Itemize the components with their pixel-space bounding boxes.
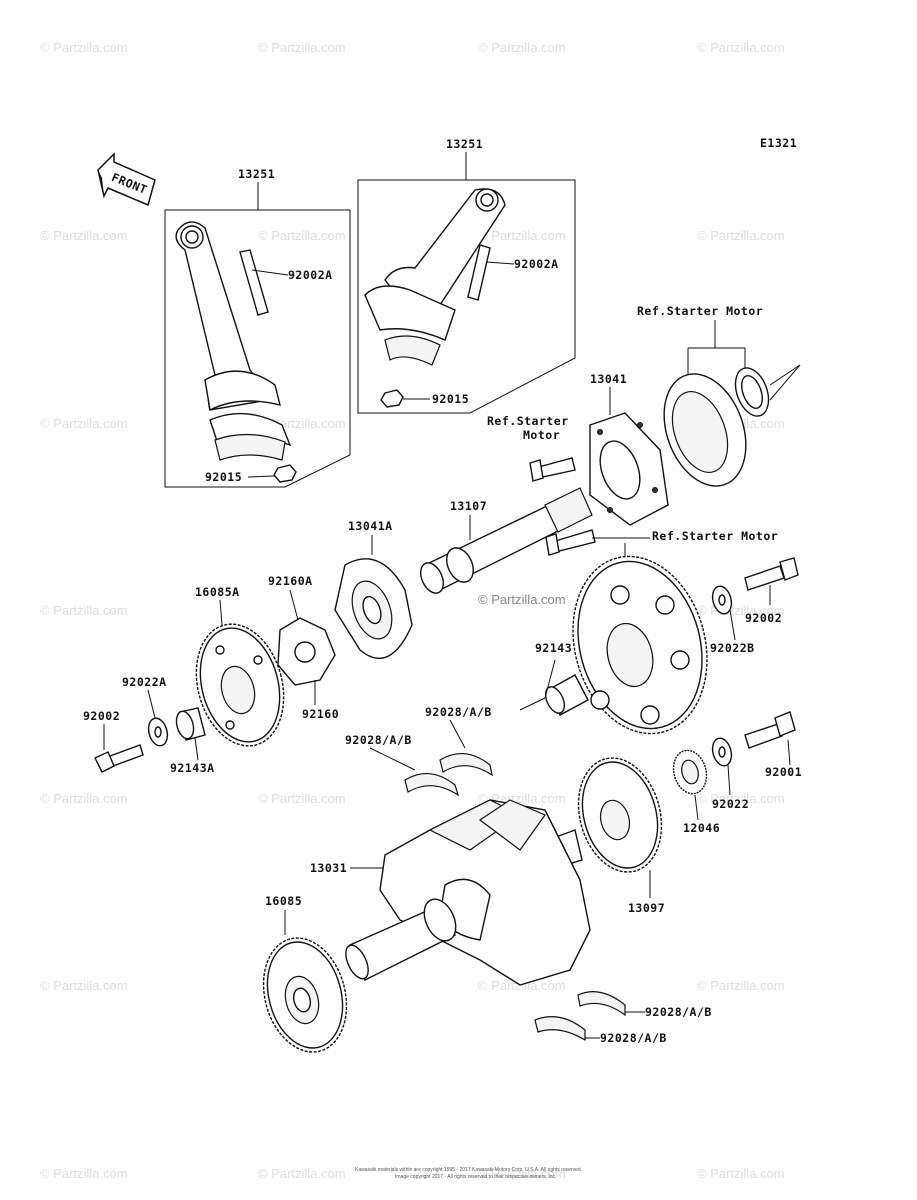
ref-starter-motor-label[interactable]: Ref.Starter Motor <box>652 529 778 543</box>
bearing-shells-upper[interactable]: 92028/A/B 92028/A/B <box>345 705 493 797</box>
watermark: © Partzilla.com <box>40 603 128 618</box>
watermark: © Partzilla.com <box>258 791 346 806</box>
label-13041[interactable]: 13041 <box>590 372 627 386</box>
gear-16085[interactable]: 16085 <box>251 894 358 1061</box>
label-92160[interactable]: 92160 <box>302 707 339 721</box>
label-92002A[interactable]: 92002A <box>514 257 559 271</box>
watermark: © Partzilla.com <box>478 978 566 993</box>
connecting-rod-left[interactable]: 13251 92002A 92015 <box>164 167 351 488</box>
label-92015[interactable]: 92015 <box>205 470 242 484</box>
copyright-footer: Kawasaki materials within are copyright … <box>355 1167 582 1173</box>
ref-starter-motor-label[interactable]: Ref.Starter <box>487 414 569 428</box>
damper-92160A[interactable]: 92160A 92160 <box>268 574 339 721</box>
label-92022[interactable]: 92022 <box>712 797 749 811</box>
watermark-layer: © Partzilla.com © Partzilla.com © Partzi… <box>40 40 785 1181</box>
watermark: © Partzilla.com <box>258 228 346 243</box>
label-92002[interactable]: 92002 <box>83 709 120 723</box>
ref-starter-motor-label[interactable]: Ref.Starter Motor <box>637 304 763 318</box>
starter-clutch-housing[interactable]: Ref.Starter Motor <box>637 304 801 497</box>
label-92028-A-B[interactable]: 92028/A/B <box>645 1005 712 1019</box>
shaft-13107[interactable]: 13107 <box>416 487 593 597</box>
label-92015[interactable]: 92015 <box>432 392 469 406</box>
label-92022B[interactable]: 92022B <box>710 641 755 655</box>
crankshaft-13031[interactable]: 13031 <box>310 799 591 986</box>
gear-13097[interactable]: 13097 <box>547 749 674 915</box>
watermark: © Partzilla.com <box>40 416 128 431</box>
watermark: © Partzilla.com <box>478 228 566 243</box>
connecting-rod-right[interactable]: 13251 92002A 92015 <box>357 137 576 414</box>
watermark: © Partzilla.com <box>478 1166 566 1181</box>
label-92028-A-B[interactable]: 92028/A/B <box>425 705 492 719</box>
right-hardware-upper[interactable]: 92002 92022B <box>710 557 799 655</box>
label-13251[interactable]: 13251 <box>446 137 483 151</box>
label-92028-A-B[interactable]: 92028/A/B <box>345 733 412 747</box>
label-13251[interactable]: 13251 <box>238 167 275 181</box>
gear-16085A[interactable]: 16085A <box>183 585 296 756</box>
watermark: © Partzilla.com <box>40 228 128 243</box>
label-92001[interactable]: 92001 <box>765 765 802 779</box>
bearing-shells-lower[interactable]: 92028/A/B 92028/A/B <box>534 991 712 1045</box>
label-92143A[interactable]: 92143A <box>170 761 215 775</box>
left-hardware[interactable]: 92022A 92143A 92002 <box>83 675 215 775</box>
copyright-footer: Image copyright 2017 - All rights reserv… <box>395 1174 556 1180</box>
collar-92143[interactable]: 92143 <box>519 641 589 716</box>
watermark: © Partzilla.com <box>697 978 785 993</box>
label-16085[interactable]: 16085 <box>265 894 302 908</box>
label-12046[interactable]: 12046 <box>683 821 720 835</box>
watermark: © Partzilla.com <box>697 1166 785 1181</box>
watermark: © Partzilla.com <box>697 791 785 806</box>
watermark: © Partzilla.com <box>40 1166 128 1181</box>
watermark: © Partzilla.com <box>258 1166 346 1181</box>
watermark: © Partzilla.com <box>697 40 785 55</box>
watermark: © Partzilla.com <box>258 40 346 55</box>
ref-starter-motor-label[interactable]: Motor <box>523 428 560 442</box>
starter-driven-gear[interactable] <box>554 541 726 749</box>
callout-box <box>357 179 576 414</box>
watermark: © Partzilla.com <box>40 791 128 806</box>
label-13097[interactable]: 13097 <box>628 901 665 915</box>
label-13107[interactable]: 13107 <box>450 499 487 513</box>
callout-box <box>164 209 351 488</box>
label-13031[interactable]: 13031 <box>310 861 347 875</box>
label-92160A[interactable]: 92160A <box>268 574 313 588</box>
right-hardware-lower[interactable]: 92001 92022 12046 <box>669 711 802 835</box>
watermark: © Partzilla.com <box>697 228 785 243</box>
watermark: © Partzilla.com <box>40 978 128 993</box>
label-92028-A-B[interactable]: 92028/A/B <box>600 1031 667 1045</box>
diagram-code: E1321 <box>760 136 797 150</box>
starter-bolts[interactable]: Ref.Starter Motor Ref.Starter Motor <box>487 414 778 556</box>
label-92022A[interactable]: 92022A <box>122 675 167 689</box>
starter-clutch-13041[interactable]: 13041 <box>589 372 669 526</box>
label-92002A[interactable]: 92002A <box>288 268 333 282</box>
center-watermark: © Partzilla.com <box>478 592 566 607</box>
watermark: © Partzilla.com <box>40 40 128 55</box>
watermark: © Partzilla.com <box>478 40 566 55</box>
label-92002[interactable]: 92002 <box>745 611 782 625</box>
front-arrow: FRONT <box>97 152 156 207</box>
label-13041A[interactable]: 13041A <box>348 519 393 533</box>
label-92143[interactable]: 92143 <box>535 641 572 655</box>
label-16085A[interactable]: 16085A <box>195 585 240 599</box>
starter-clutch-13041A[interactable]: 13041A <box>334 519 413 659</box>
